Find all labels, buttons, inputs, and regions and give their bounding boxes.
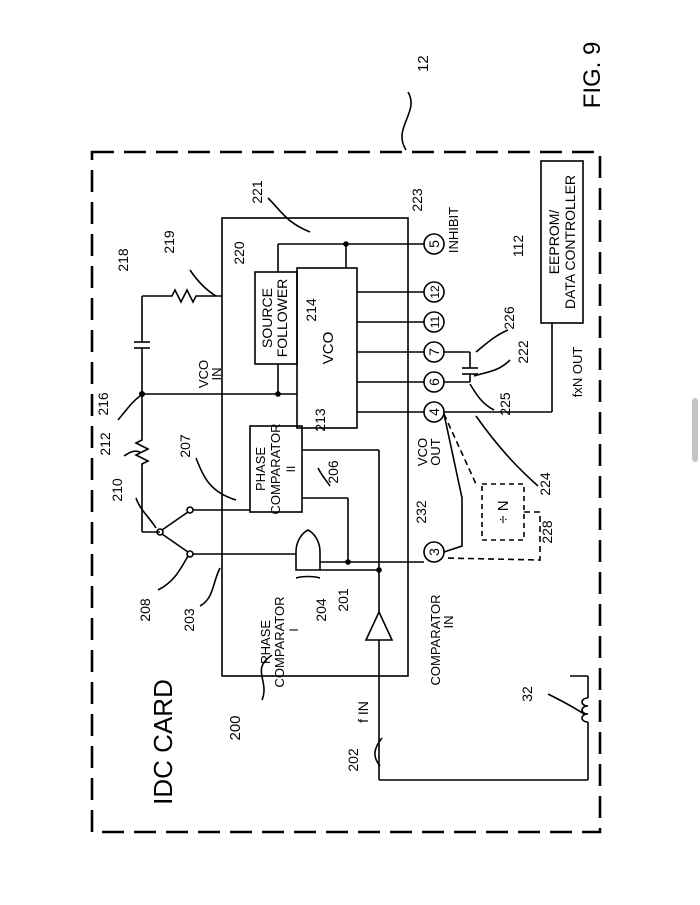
ref-201: 201 (335, 588, 351, 612)
divide-n-block (481, 483, 525, 541)
pc2-line1: PHASE (253, 447, 268, 491)
pc1-line2: COMPARATOR (272, 596, 287, 687)
ref-200: 200 (227, 715, 244, 740)
ref-222: 222 (515, 340, 531, 364)
ref-32: 32 (519, 686, 535, 702)
fig-label: FIG. 9 (579, 42, 606, 109)
pin-7: 7 (423, 341, 445, 363)
label-vco-out-2: OUT (428, 438, 443, 466)
ref-228: 228 (539, 520, 555, 544)
label-fxn-out: fxN OUT (570, 347, 585, 398)
ref-206: 206 (325, 460, 341, 484)
pc1-line1: PHASE (258, 620, 273, 664)
ref-220: 220 (231, 241, 247, 265)
ref-202: 202 (345, 748, 361, 772)
label-comparator-in-2: IN (441, 616, 456, 629)
eeprom-line2: DATA CONTROLLER (562, 175, 578, 309)
pc2-line2: COMPARATOR (268, 423, 283, 514)
ref-214: 214 (303, 298, 319, 322)
ref-224: 224 (537, 472, 553, 496)
ic-package (221, 217, 409, 677)
input-amplifier (364, 610, 394, 641)
svg-text:3: 3 (426, 548, 442, 556)
pin-4: 4 (423, 401, 445, 423)
ref-218: 218 (115, 248, 131, 272)
svg-text:6: 6 (426, 378, 442, 386)
label-vco-in-1: VCO (196, 360, 211, 388)
svg-text:4: 4 (426, 408, 442, 416)
source-follower-block (254, 271, 298, 365)
pin-6: 6 (423, 371, 445, 393)
pc1-line3: I (287, 628, 301, 631)
pin-3: 3 (423, 541, 445, 563)
idc-card-title: IDC CARD (148, 679, 178, 805)
ref-221: 221 (249, 180, 265, 204)
ref-232: 232 (413, 500, 429, 524)
label-vco-out-1: VCO (415, 438, 430, 466)
svg-text:11: 11 (428, 315, 442, 328)
source-follower-line2: FOLLOWER (274, 279, 290, 358)
vco-label: VCO (320, 332, 337, 365)
pin-12: 12 (423, 281, 445, 303)
ref-226: 226 (501, 306, 517, 330)
svg-text:12: 12 (428, 285, 442, 299)
phase-comparator-2-block (249, 425, 303, 513)
label-vco-in-2: IN (209, 368, 224, 381)
pin-11: 11 (423, 311, 445, 333)
source-follower-line1: SOURCE (259, 288, 275, 348)
svg-text:5: 5 (426, 240, 442, 248)
label-inhibit: INHIBIT (446, 207, 461, 253)
pc2-line3: II (284, 466, 298, 473)
ref-204: 204 (313, 598, 329, 622)
ref-208: 208 (137, 598, 153, 622)
ref-203: 203 (181, 608, 197, 632)
xor-gate (295, 529, 321, 571)
eeprom-block (540, 160, 584, 324)
ref-216: 216 (95, 392, 111, 416)
eeprom-line1: EEPROM/ (546, 210, 562, 275)
ref-225: 225 (497, 392, 513, 416)
ref-213: 213 (312, 408, 328, 432)
divide-n-label: ÷ N (495, 500, 512, 523)
scrollbar-thumb[interactable] (692, 398, 698, 462)
ref-223: 223 (409, 188, 425, 212)
xor-gate-input-curve (295, 575, 321, 579)
ref-112: 112 (510, 235, 526, 258)
pin-5: 5 (423, 233, 445, 255)
ref-210: 210 (109, 478, 125, 502)
svg-text:7: 7 (426, 348, 442, 356)
ref-207: 207 (177, 434, 193, 458)
ref-219: 219 (161, 230, 177, 254)
wiring (134, 241, 589, 781)
ref-221-leader (267, 197, 311, 233)
reference-leaders (117, 269, 585, 767)
ref-200-leader (260, 654, 273, 701)
label-f-in: f IN (355, 701, 371, 723)
ref-12: 12 (415, 55, 432, 72)
idc-card-border (90, 150, 602, 834)
label-comparator-in-1: COMPARATOR (428, 594, 443, 685)
ref-212: 212 (97, 432, 113, 456)
ref-12-leader (401, 91, 412, 151)
